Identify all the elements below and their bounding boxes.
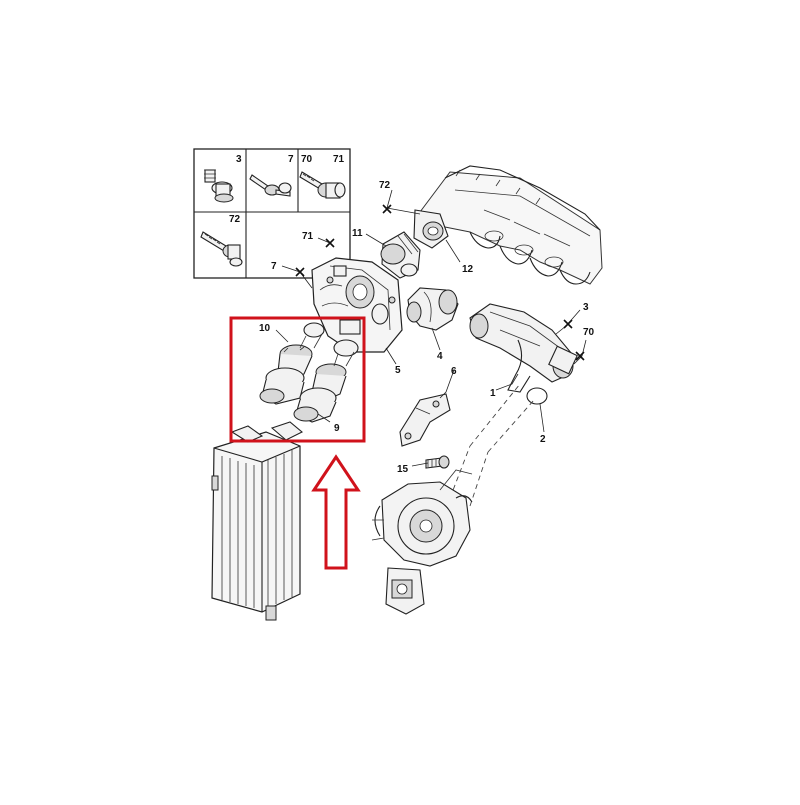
callout-5: 5 bbox=[395, 365, 401, 376]
callout-1: 1 bbox=[490, 388, 496, 399]
cross-mark-icon bbox=[295, 267, 305, 277]
callout-3: 3 bbox=[583, 302, 589, 313]
legend-cell-7-label: 7 bbox=[288, 154, 294, 165]
throttle-housing bbox=[311, 257, 403, 353]
callout-15: 15 bbox=[397, 464, 409, 475]
intercooler-hose-9 bbox=[293, 339, 359, 423]
highlight-frame bbox=[229, 316, 366, 443]
intercooler bbox=[211, 421, 303, 621]
dashed-pipe-outline bbox=[449, 383, 535, 507]
highlighted-hoses bbox=[259, 322, 359, 423]
cross-mark-icon bbox=[575, 351, 585, 361]
mounting-bracket bbox=[399, 393, 451, 447]
callout-2: 2 bbox=[540, 434, 546, 445]
cross-marks bbox=[295, 204, 585, 361]
cross-mark-icon bbox=[325, 238, 335, 248]
legend-cell-72-label: 72 bbox=[229, 214, 241, 225]
manifold-inlet-flange bbox=[413, 209, 449, 249]
hex-bolt-icon bbox=[299, 171, 346, 199]
callout-71: 71 bbox=[302, 231, 314, 242]
legend-cell-70-label: 70 bbox=[301, 154, 313, 165]
callout-10: 10 bbox=[259, 323, 271, 334]
callout-labels: 72 11 71 12 7 3 70 10 4 5 6 1 9 2 15 bbox=[259, 180, 595, 475]
callout-7: 7 bbox=[271, 261, 277, 272]
callout-6: 6 bbox=[451, 366, 457, 377]
legend-cell-3-label: 3 bbox=[236, 154, 242, 165]
stud-bolt-icon bbox=[249, 174, 292, 197]
cross-mark-icon bbox=[382, 204, 392, 214]
legend-frame bbox=[193, 148, 351, 279]
flange-bolt-icon bbox=[204, 169, 234, 203]
ring-clamp bbox=[526, 387, 548, 405]
intake-manifold bbox=[419, 165, 603, 285]
charge-air-pipe bbox=[469, 303, 578, 393]
long-bolt-icon bbox=[200, 231, 243, 267]
callout-9: 9 bbox=[334, 423, 340, 434]
callout-70: 70 bbox=[583, 327, 595, 338]
stud-bolt bbox=[425, 455, 450, 469]
callout-12: 12 bbox=[462, 264, 474, 275]
legend-cell-71-label: 71 bbox=[333, 154, 345, 165]
callout-11: 11 bbox=[352, 228, 363, 239]
fastener-legend-box: 3 7 70 71 72 bbox=[193, 148, 351, 279]
elbow-hose bbox=[406, 287, 459, 331]
turbocharger bbox=[371, 469, 473, 615]
intercooler-hose-10 bbox=[259, 322, 325, 405]
callout-72: 72 bbox=[379, 180, 391, 191]
highlight-arrow bbox=[311, 454, 361, 570]
cross-mark-icon bbox=[563, 319, 573, 329]
callout-4: 4 bbox=[437, 351, 443, 362]
intake-hose bbox=[380, 231, 421, 279]
